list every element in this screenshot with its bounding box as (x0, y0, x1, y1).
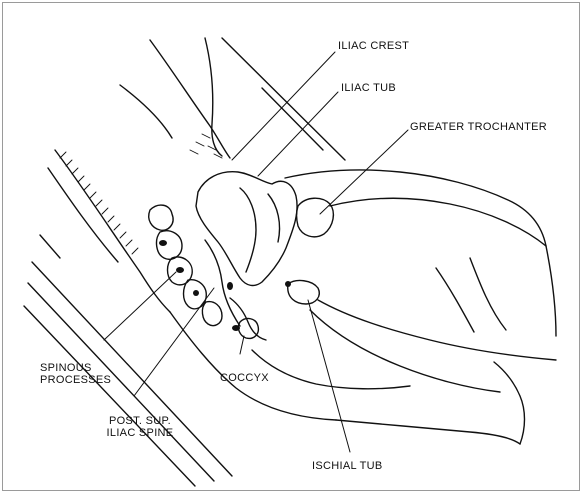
arm-outline (120, 38, 230, 158)
label-coccyx: COCCYX (220, 372, 269, 384)
thigh-outline (285, 170, 556, 392)
spinous-processes (149, 205, 222, 326)
torso-outline (48, 150, 170, 312)
table-edge-lines (24, 235, 232, 486)
ischial-tuberosity (288, 281, 320, 304)
pelvis-bones (196, 172, 297, 340)
label-spinous-processes-line2: PROCESSES (40, 374, 111, 386)
label-greater-trochanter: GREATER TROCHANTER (410, 121, 547, 133)
label-spinous-processes-line1: SPINOUS (40, 362, 92, 374)
label-ischial-tub: ISCHIAL TUB (312, 460, 383, 472)
label-iliac-crest: ILIAC CREST (338, 40, 409, 52)
label-post-sup-line1: POST. SUP. (100, 415, 180, 427)
leader-lines (104, 52, 408, 452)
label-post-sup-line2: ILIAC SPINE (100, 427, 180, 439)
greater-trochanter-shape (297, 198, 334, 237)
label-iliac-tub: ILIAC TUB (341, 82, 396, 94)
background-lines (222, 38, 345, 160)
